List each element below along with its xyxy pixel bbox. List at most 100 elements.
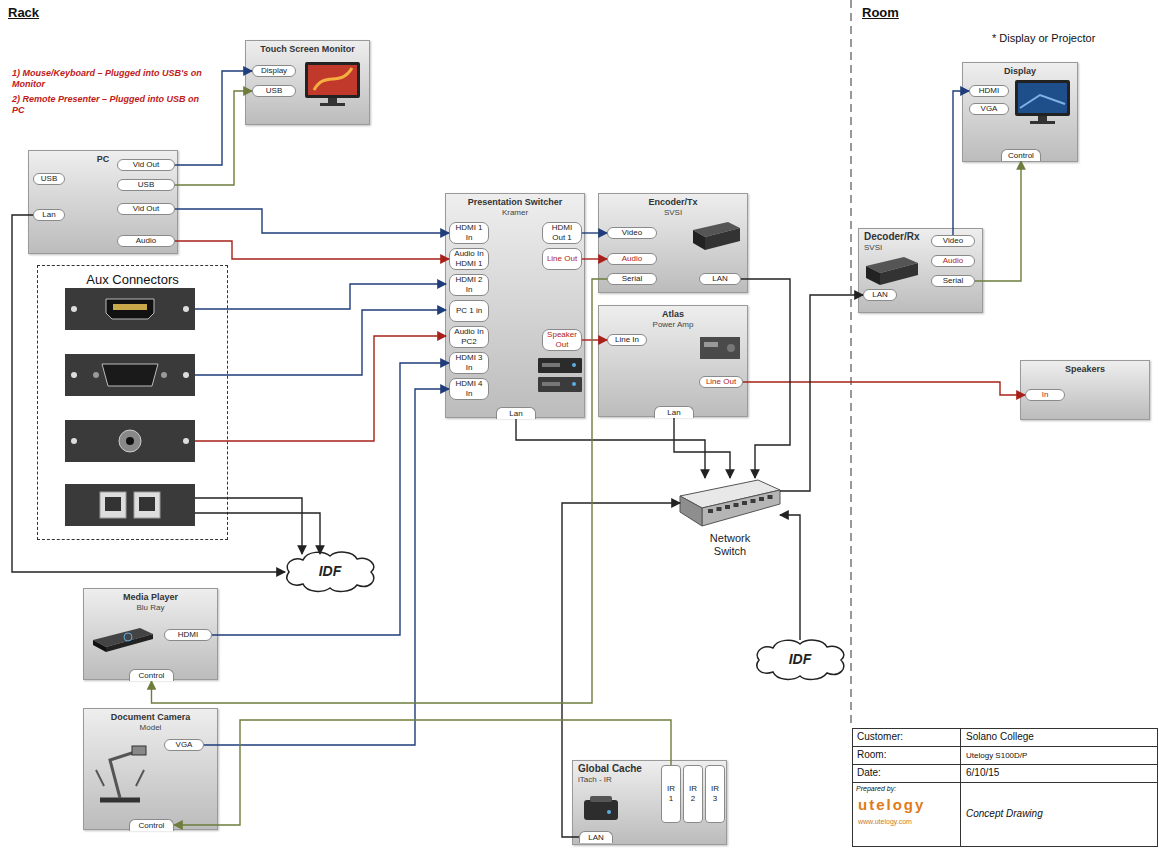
device-title: Touch Screen Monitor <box>246 43 369 55</box>
port-label: Serial <box>943 276 963 286</box>
port-pill: LAN <box>863 289 897 301</box>
port-pill: HDMI 3 In <box>449 352 489 374</box>
ir-port-tab: IR 2 <box>683 765 703 823</box>
port-pill: Vid Out <box>117 159 175 171</box>
device-model: SVSI <box>864 243 930 253</box>
port-pill: Audio <box>931 255 975 267</box>
port-label: Audio In HDMI 1 <box>452 249 486 269</box>
signal-connector <box>582 232 607 233</box>
port-label: HDMI Out 1 <box>545 223 579 243</box>
idf-cloud: IDF <box>755 640 845 680</box>
signal-connector <box>582 258 607 259</box>
table-cell: 6/10/15 <box>966 767 999 778</box>
network-switch: Network Switch <box>680 478 780 528</box>
ir-port-tab: IR 3 <box>705 765 725 823</box>
document-camera-icon <box>96 746 146 800</box>
port-label: Line Out <box>547 254 577 264</box>
port-label: IR 1 <box>664 784 678 804</box>
signal-connector <box>175 91 252 185</box>
port-pill: Serial <box>931 275 975 287</box>
device-header: Aux Connectors <box>38 272 227 287</box>
signal-connector <box>175 241 449 259</box>
device-title: Presentation Switcher <box>446 196 584 208</box>
port-tab: Lan <box>654 406 694 418</box>
signal-connector <box>582 339 607 340</box>
device-header: Presentation SwitcherKramer <box>446 196 584 218</box>
decoder-icon <box>866 257 918 285</box>
port-tab: Lan <box>496 407 536 419</box>
port-pill: Vid Out <box>117 203 175 215</box>
port-label: Vid Out <box>133 160 160 170</box>
device-model: Blu Ray <box>84 603 217 613</box>
device-box: AtlasPower AmpLine InLine OutLan <box>598 305 748 417</box>
note: 1) Mouse/Keyboard – Plugged into USB's o… <box>12 68 212 90</box>
cloud-label: IDF <box>755 651 845 667</box>
vga-wall-plate <box>65 354 195 396</box>
port-pill: Audio In PC2 <box>449 326 489 348</box>
zone-heading: Rack <box>8 5 39 20</box>
device-model: Model <box>84 723 217 733</box>
signal-connector <box>174 720 671 825</box>
port-label: Control <box>139 671 165 681</box>
note: 2) Remote Presenter – Plugged into USB o… <box>12 94 212 116</box>
audio-wall-plate <box>65 420 195 462</box>
table-cell: Concept Drawing <box>966 808 1043 819</box>
device-header: Global CacheiTach - IR <box>578 763 662 785</box>
table-cell: Room: <box>857 749 886 760</box>
port-label: USB <box>266 86 282 96</box>
signal-connector <box>975 161 1021 281</box>
table-cell: Solano College <box>966 731 1034 742</box>
port-label: LAN <box>588 833 604 843</box>
port-pill: Display <box>252 65 296 77</box>
table-cell: Customer: <box>857 731 903 742</box>
device-header: Encoder/TxSVSI <box>599 196 747 218</box>
amplifier-icon <box>700 337 740 359</box>
title-block-grid <box>852 728 1158 847</box>
port-tab: Control <box>129 669 174 681</box>
signal-connector <box>780 295 863 491</box>
port-pill: Line Out <box>699 376 743 388</box>
port-label: Lan <box>667 408 680 418</box>
port-pill: Audio In HDMI 1 <box>449 248 489 270</box>
port-label: PC 1 in <box>456 306 482 316</box>
signal-connector <box>175 209 449 233</box>
port-label: Audio In PC2 <box>452 327 486 347</box>
aux-wires <box>195 284 446 554</box>
footnote: * Display or Projector <box>992 32 1095 44</box>
port-label: Line Out <box>706 377 736 387</box>
device-header: Media PlayerBlu Ray <box>84 591 217 613</box>
port-label: Audio <box>943 256 963 266</box>
signal-connector <box>212 363 449 635</box>
port-pill: Audio <box>117 235 175 247</box>
port-label: LAN <box>872 290 888 300</box>
port-pill: PC 1 in <box>449 300 489 322</box>
display-icon <box>1015 80 1070 124</box>
device-model: iTach - IR <box>578 775 662 785</box>
device-title: Global Cache <box>578 763 662 775</box>
company-logo: utelogy <box>858 796 925 813</box>
itach-icon <box>584 796 618 820</box>
port-label: HDMI 2 In <box>452 275 486 295</box>
signal-connector <box>743 382 1025 395</box>
rack-room-divider <box>851 0 852 728</box>
signal-connector <box>674 418 730 478</box>
port-pill: Speaker Out <box>542 329 582 351</box>
port-label: HDMI <box>178 630 198 640</box>
cloud-label: IDF <box>285 563 375 579</box>
signal-connector <box>152 279 608 703</box>
company-url: www.utelogy.com <box>858 818 912 825</box>
device-title: Display <box>963 65 1077 77</box>
device-box: PCUSBVid OutUSBLanVid OutAudio <box>28 150 178 254</box>
port-label: VGA <box>176 740 193 750</box>
port-pill: HDMI 4 In <box>449 378 489 400</box>
device-title: Encoder/Tx <box>599 196 747 208</box>
signal-connector <box>953 91 969 235</box>
port-pill: USB <box>33 173 65 185</box>
port-label: Display <box>261 66 287 76</box>
port-pill: Line In <box>607 334 647 346</box>
device-header: Touch Screen Monitor <box>246 43 369 55</box>
device-title: Aux Connectors <box>38 272 227 287</box>
port-pill: Lan <box>33 209 65 221</box>
port-label: LAN <box>712 274 728 284</box>
port-label: Lan <box>509 409 522 419</box>
